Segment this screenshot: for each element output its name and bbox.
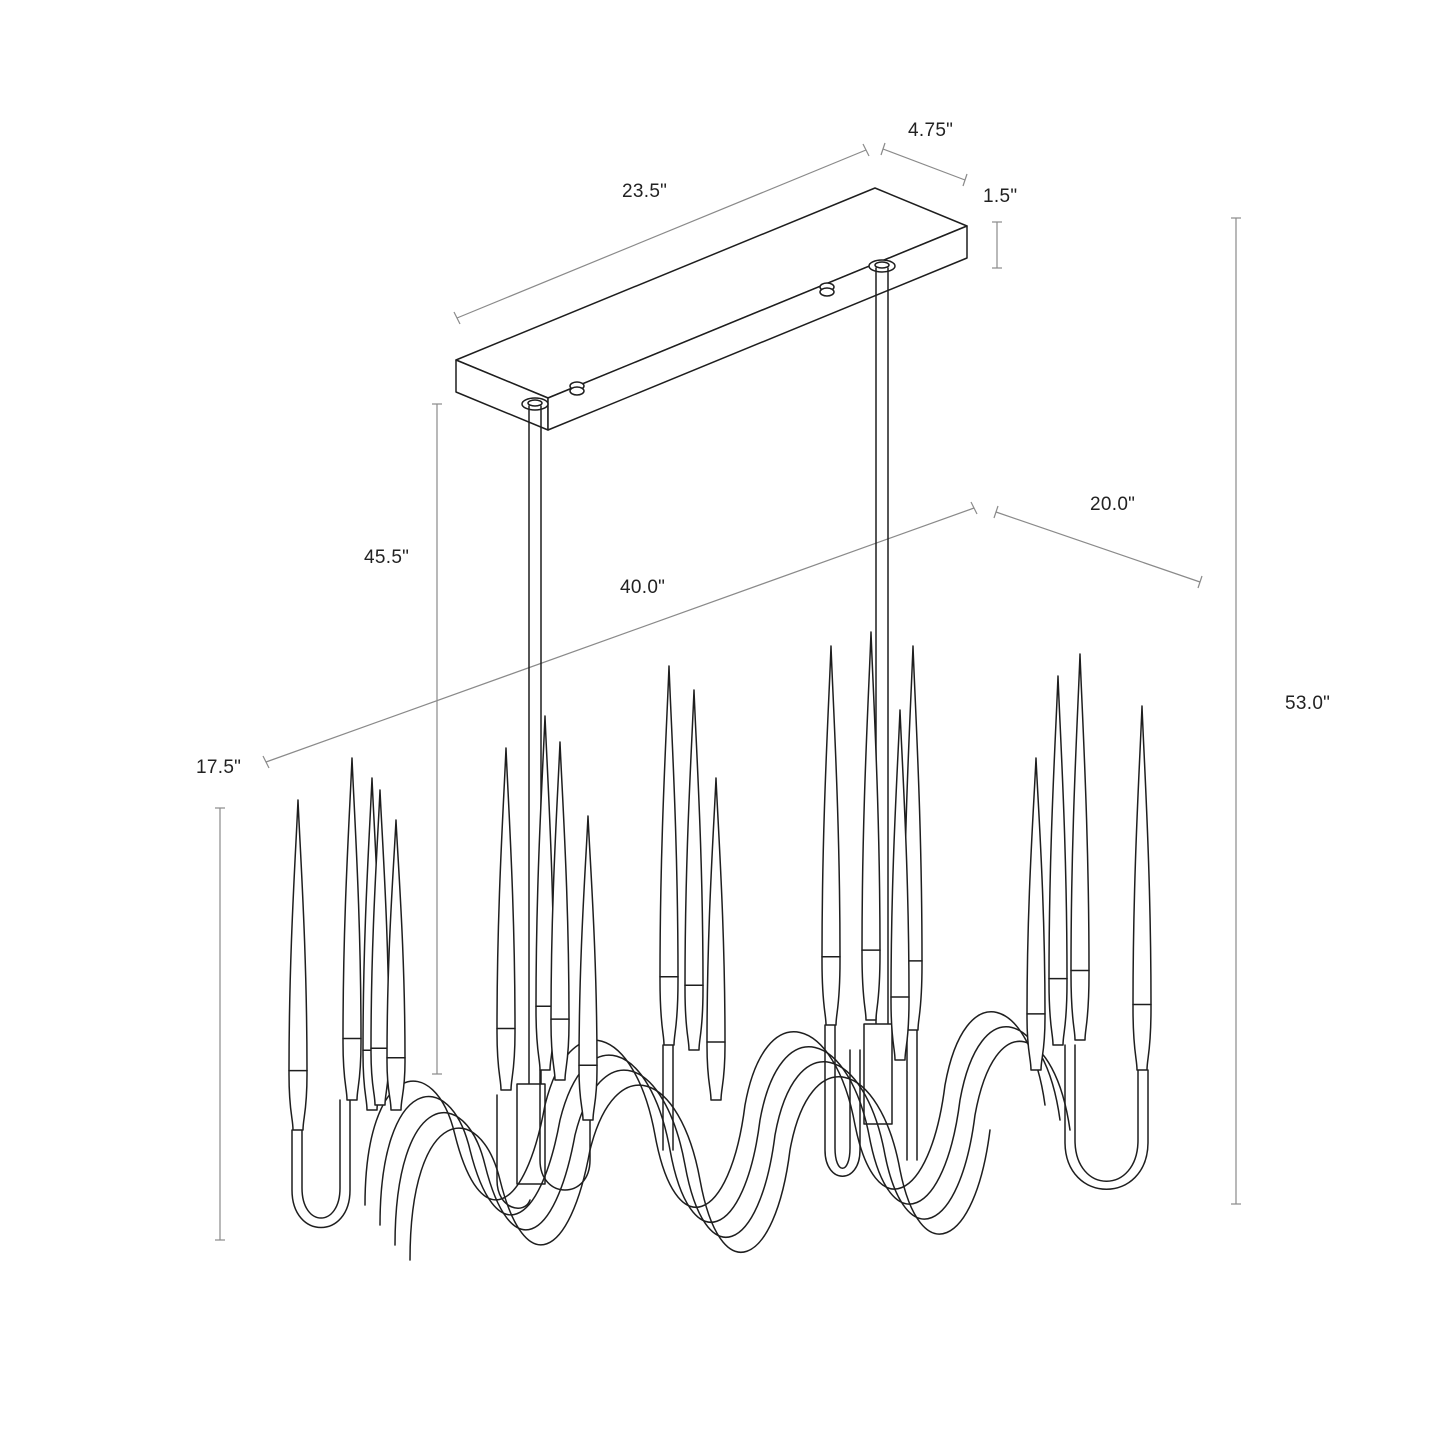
candle-shade: [890, 709, 910, 1061]
candle-shade: [1048, 675, 1068, 1046]
candle-shade: [821, 645, 841, 1026]
serpentine-tubes: [364, 1011, 1071, 1261]
label-canopy-depth: 4.75": [908, 120, 953, 141]
canopy-top: [455, 187, 968, 399]
label-canopy-length: 23.5": [622, 181, 667, 202]
canopy: [455, 187, 968, 431]
candle-shade: [659, 665, 679, 1046]
dimension-lines: [215, 142, 1241, 1241]
candle-shade: [386, 819, 406, 1111]
dim-canopy-depth: [882, 148, 966, 181]
candle-shade: [1026, 757, 1046, 1071]
candle-shade: [342, 757, 362, 1101]
candle-shade: [578, 815, 598, 1121]
candle-shade: [861, 631, 881, 1021]
candle-shade: [550, 741, 570, 1081]
candle-shade: [1132, 705, 1152, 1071]
dimension-labels: 23.5" 4.75" 1.5" 53.0" 45.5" 40.0" 20.0"…: [196, 120, 1330, 778]
label-fixture-width: 20.0": [1090, 494, 1135, 515]
label-fixture-length: 40.0": [620, 577, 665, 598]
label-fixture-height: 17.5": [196, 757, 241, 778]
dim-fixture-width: [995, 511, 1201, 583]
label-canopy-height: 1.5": [983, 186, 1017, 207]
candle-arms: [291, 1024, 1149, 1229]
label-overall-height: 53.0": [1285, 693, 1330, 714]
candle-shade: [706, 777, 726, 1101]
dim-canopy-length: [456, 149, 867, 319]
candle-shade: [535, 715, 555, 1071]
label-drop-height: 45.5": [364, 547, 409, 568]
candle-shade: [288, 799, 308, 1131]
candle-shade: [496, 747, 516, 1091]
candle-shade: [684, 689, 704, 1051]
candle-shade: [370, 789, 390, 1106]
dim-fixture-length: [265, 507, 975, 763]
candles: [288, 631, 1152, 1131]
candle-shade: [1070, 653, 1090, 1041]
